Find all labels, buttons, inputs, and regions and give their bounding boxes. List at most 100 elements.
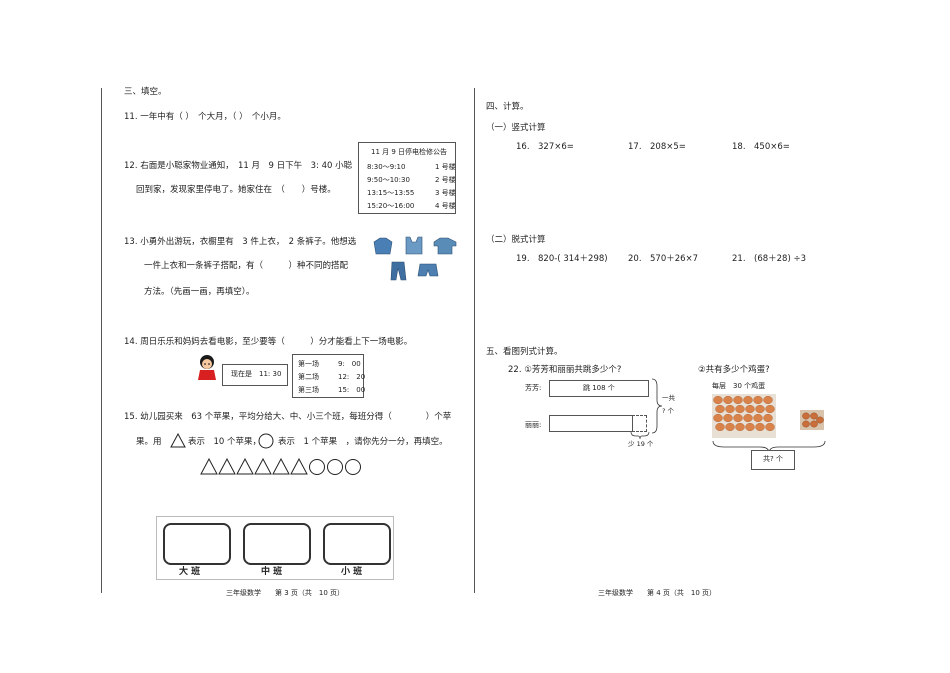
egg-icon (753, 396, 763, 404)
triangle-shape (290, 458, 308, 475)
question-14-line1: 14. 周日乐乐和妈妈去看电影，至少要等（ ）分才能看上下一场电影。 (124, 337, 413, 347)
shorts-icon (417, 263, 439, 277)
notice-title: 11 月 9 日停电检修公告 (371, 148, 448, 156)
triangle-shape (254, 458, 272, 475)
total-label-1: 一共 (662, 394, 675, 402)
egg-icon (802, 420, 810, 428)
egg-tray-image (712, 394, 776, 438)
question-15-line2b: 表示 10 个苹果， (188, 437, 262, 447)
egg-icon (743, 414, 753, 423)
total-eggs-box: 共? 个 (751, 450, 795, 470)
tank-top-icon (405, 236, 423, 255)
egg-icon (763, 396, 773, 404)
page-footer-right: 三年级数学 第 4 页（共 10 页） (598, 589, 717, 597)
question-11: 11. 一年中有（ ） 个大月，（ ） 个小月。 (124, 112, 286, 122)
pants-icon (390, 261, 407, 281)
section-title-picture-calc: 五、看图列式计算。 (486, 347, 563, 357)
class-label-small: 小 班 (341, 567, 363, 577)
class-box-large (163, 523, 231, 565)
class-label-middle: 中 班 (261, 567, 283, 577)
egg-icon (763, 414, 773, 423)
egg-icon (713, 396, 723, 404)
fangfang-bar-label: 跳 108 个 (583, 384, 615, 392)
section-title-calculation: 四、计算。 (486, 102, 529, 112)
question-13-line3: 方法。（先画一画，再填空）。 (144, 287, 255, 297)
egg-icon (765, 423, 775, 432)
egg-icon (745, 404, 755, 413)
eggs-small-image (800, 410, 824, 430)
question-12-line2: 回到家，发现家里停电了。她家住在 （ ）号楼。 (136, 185, 336, 195)
clothes-illustration (370, 234, 462, 282)
egg-icon (715, 423, 725, 432)
egg-icon (713, 414, 723, 423)
total-eggs-label: 共? 个 (763, 455, 783, 463)
egg-icon (816, 416, 824, 424)
egg-icon (725, 404, 735, 413)
class-box-middle (243, 523, 311, 565)
calc-20: 20. 570＋26×7 (628, 254, 699, 264)
egg-icon (753, 414, 763, 423)
egg-icon (735, 423, 745, 432)
subsection-step-calc: （二）脱式计算 (486, 235, 546, 245)
egg-icon (735, 404, 745, 413)
triangle-shape (236, 458, 254, 475)
egg-icon (743, 396, 753, 404)
egg-icon (802, 412, 810, 420)
question-13-line1: 13. 小勇外出游玩，衣橱里有 3 件上衣， 2 条裤子。他想选 (124, 237, 357, 247)
less-label: 少 19 个 (628, 440, 654, 448)
coat-icon (433, 237, 457, 255)
jacket-icon (373, 237, 393, 255)
egg-icon (810, 412, 818, 420)
center-divider (474, 88, 475, 593)
triangle-shape (200, 458, 218, 475)
question-15-line2a: 果。用 (136, 437, 162, 447)
class-boxes-panel: 大 班 中 班 小 班 (156, 516, 394, 580)
class-box-small (323, 523, 391, 565)
triangle-shape (218, 458, 236, 475)
egg-icon (725, 423, 735, 432)
subsection-vertical-calc: （一）竖式计算 (486, 123, 546, 133)
lili-label: 丽丽: (525, 421, 542, 429)
triangle-shape (272, 458, 290, 475)
egg-icon (755, 423, 765, 432)
circle-shape (345, 459, 361, 475)
fangfang-label: 芳芳: (525, 384, 542, 392)
total-label-2: ? 个 (662, 407, 675, 415)
egg-icon (745, 423, 755, 432)
fangfang-bar: 跳 108 个 (549, 380, 649, 397)
calc-21: 21. (68＋28) ÷3 (732, 254, 807, 264)
class-label-large: 大 班 (179, 567, 201, 577)
question-22-title: 22. ①芳芳和丽丽共跳多少个? (508, 365, 622, 375)
egg-icon (715, 404, 725, 413)
left-margin-line (101, 88, 102, 593)
egg-icon (810, 420, 818, 428)
triangle-legend-icon (170, 432, 186, 451)
circle-legend-icon (258, 433, 274, 452)
apple-shapes-row (200, 458, 364, 476)
eggs-per-layer-label: 每层 30 个鸡蛋 (712, 382, 766, 390)
calc-19: 19. 820-( 314＋298) (516, 254, 608, 264)
page-footer-left: 三年级数学 第 3 页（共 10 页） (226, 589, 345, 597)
lili-bar (549, 415, 633, 432)
less-brace (630, 431, 650, 442)
question-15-line2c: 表示 1 个苹果 ，请你先分一分，再填空。 (278, 437, 448, 447)
egg-icon (723, 414, 733, 423)
question-13-line2: 一件上衣和一条裤子搭配，有（ ）种不同的搭配 (144, 261, 349, 271)
calc-18: 18. 450×6= (732, 142, 790, 152)
lili-missing-part (632, 415, 647, 432)
egg-icon (755, 404, 765, 413)
section-title-fill-blank: 三、填空。 (124, 87, 167, 97)
current-time-bubble: 现在是 11: 30 (222, 364, 288, 386)
current-time-label: 现在是 11: 30 (231, 370, 282, 378)
total-brace (651, 378, 663, 437)
calc-16: 16. 327×6= (516, 142, 574, 152)
girl-icon (196, 354, 218, 382)
